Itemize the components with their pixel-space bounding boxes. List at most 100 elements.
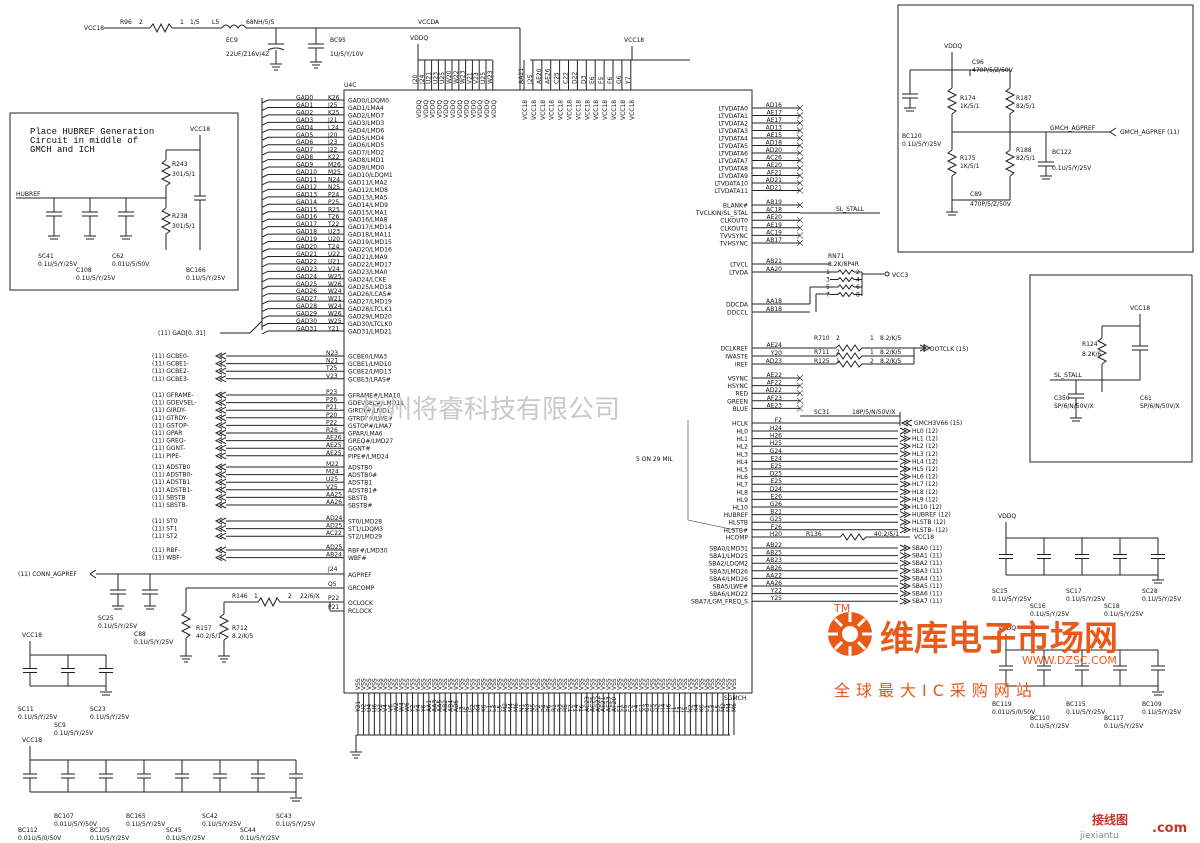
r174-value: 1K/5/1 <box>960 103 980 110</box>
vss-pin-24: L1 <box>486 705 493 712</box>
vga-pin-4: AE23 <box>766 402 782 409</box>
gad-pin-30: W25 <box>328 318 342 325</box>
vss-pin-name-67: VSS <box>720 678 727 690</box>
sc11-ref: SC11 <box>18 706 34 713</box>
gad-pin-19: U20 <box>328 236 340 243</box>
tvctl-func-1: TVCLKIN/SL_STAL <box>695 210 749 217</box>
sba-pin-4: AA22 <box>766 572 782 579</box>
bc119-value: 0.01U/5/0/50V <box>992 709 1036 716</box>
hl-func-9: HL9 <box>736 497 748 504</box>
vss-pin-name-33: VSS <box>535 678 542 690</box>
tvctl-func-4: TVVSYNC <box>719 233 748 240</box>
r146-value: 22/6/X <box>300 593 320 600</box>
c96-value: 470P/5/Z/50V <box>972 67 1014 74</box>
ltvdata-pin-5: AD18 <box>766 140 783 147</box>
ltvdata-pin-4: AE15 <box>766 132 782 139</box>
vcc18-decoupling-1: VCC18 SC11 0.1U/5/Y/25V SC9 0.1U/5/Y/25V… <box>18 632 130 737</box>
vss-pin-10: Y2 <box>409 704 416 713</box>
vss-pin-33: P2 <box>535 704 542 712</box>
gmch-agpref-label: GMCH_AGPREF <box>1050 125 1096 132</box>
vddq-pin-2: U21 <box>426 72 433 84</box>
gad-net-3: GAD3 <box>296 117 313 124</box>
sc41-value: 0.1U/5/Y/25V <box>38 261 78 268</box>
sc28-value: 0.1U/5/Y/25V <box>1142 596 1182 603</box>
vss-pin-name-22: VSS <box>475 678 482 690</box>
vss-pin-20: J5 <box>464 706 471 713</box>
c88-value: 0.1U/5/Y/25V <box>134 639 174 646</box>
vga-func-2: RED <box>735 391 748 398</box>
vss-pin-name-63: VSS <box>698 678 705 690</box>
dclk-func-2: IREF <box>735 362 749 369</box>
r711-p1: 2 <box>836 349 840 356</box>
r157-value: 40.2/5/1 <box>196 633 221 640</box>
hcomp-func: HCOMP <box>726 535 749 542</box>
vss-pin-name-25: VSS <box>491 678 498 690</box>
vcc18-pin-name-9: VCC18 <box>602 100 609 120</box>
r96-pin1: 1 <box>180 19 184 26</box>
agpref-divider-box: VDDQ BC120 0.1U/5/Y/25V R174 1K/5/1 R175… <box>897 4 1194 253</box>
bc166-ref: BC166 <box>186 267 206 274</box>
vddq-decoupling-top: VDDQ SC15 0.1U/5/Y/25V SC16 0.1U/5/Y/25V… <box>992 513 1182 618</box>
vss-pin-34: P4 <box>540 704 547 712</box>
ltvdata-func-8: LTVDATA8 <box>718 166 748 173</box>
bc110-ref: BC110 <box>1030 715 1050 722</box>
agpctl-func-5: GPAR/LMA6 <box>348 431 383 438</box>
vss-pin-2: U4 <box>366 704 373 712</box>
vga-pin-0: AE22 <box>766 372 782 379</box>
vcc18-label-top: VCC18 <box>624 37 644 44</box>
agpctl-net-7: (11) GGNT- <box>152 445 185 452</box>
sc18-value: 0.1U/5/Y/25V <box>1104 611 1144 618</box>
vss-pin-13: AA1 <box>426 700 433 712</box>
r712-value: 8.2/K/5 <box>232 633 254 640</box>
gad-func-5: GAD5/LMD4 <box>348 135 384 142</box>
vss-pin-name-41: VSS <box>578 678 585 690</box>
vss-pin-name-3: VSS <box>371 678 378 690</box>
st-pin-0: AD24 <box>326 515 343 522</box>
r175-value: 1K/5/1 <box>960 163 980 170</box>
r157-ref: R157 <box>196 625 212 632</box>
r146-pin1: 1 <box>254 593 258 600</box>
sc31-ref: SC31 <box>814 409 830 416</box>
vss-pin-46: AE23 <box>606 696 613 712</box>
vga-pin-3: AF23 <box>767 395 782 402</box>
vss-pin-57: H6 <box>666 703 673 712</box>
vga-func-4: BLUE <box>733 406 749 413</box>
agpctl-func-7: GGNT# <box>348 446 370 453</box>
vddq-pin-name-9: VDDQ <box>477 100 484 118</box>
hl-func-4: HL4 <box>736 459 748 466</box>
gad-net-8: GAD8 <box>296 154 313 161</box>
vddq-pin-name-5: VDDQ <box>450 100 457 118</box>
vcc18-pin-10: F6 <box>607 77 614 84</box>
adstb-func-3: ADSTB1# <box>348 487 377 494</box>
ltvdata-func-7: LTVDATA7 <box>718 158 748 165</box>
vss-pin-name-34: VSS <box>540 678 547 690</box>
r125-ref: R125 <box>814 358 830 365</box>
bc166-value: 0.1U/5/Y/25V <box>186 275 226 282</box>
bc110-value: 0.1U/5/Y/25V <box>1030 723 1070 730</box>
agpctl-func-4: GSTOP#/LMA7 <box>348 423 392 430</box>
vss-pin-name-29: VSS <box>513 678 520 690</box>
gad-bus-label: (11) GAD[0..31] <box>158 330 206 337</box>
sc25-ref: SC25 <box>98 615 114 622</box>
adstb-func-1: ADSTB0# <box>348 472 377 479</box>
vss-pin-52: G1 <box>638 703 645 712</box>
vss-pin-43: AC25 <box>589 696 596 712</box>
ltv-func-1: LTVDA <box>729 270 749 277</box>
l5-value: 68NH/5/S <box>246 19 274 26</box>
hclk-pin: F2 <box>775 417 782 424</box>
ltvdata-pin-6: AD20 <box>766 147 783 154</box>
st-net-1: (11) ST1 <box>152 526 178 533</box>
sc44-ref: SC44 <box>240 827 256 834</box>
bc105-ref: BC105 <box>90 827 110 834</box>
vss-pin-16: AB2 <box>442 700 449 712</box>
sc25-value: 0.1U/5/Y/25V <box>98 623 138 630</box>
adstb-net-4: (11) SBSTB <box>152 494 186 501</box>
r711-value: 8.2/K/5 <box>880 349 902 356</box>
vss-pin-69: M6 <box>731 703 738 712</box>
ltvdata-func-10: LTVDATA10 <box>715 181 749 188</box>
agpctl-net-8: (11) PIPE- <box>152 453 181 460</box>
sc18-ref: SC18 <box>1104 603 1120 610</box>
